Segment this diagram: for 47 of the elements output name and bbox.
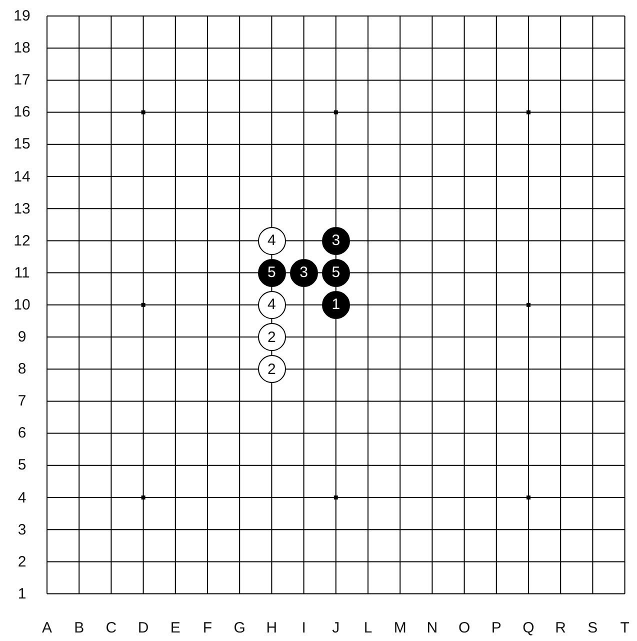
row-number: 9 — [18, 330, 26, 344]
column-letter: O — [458, 620, 470, 636]
row-number: 3 — [18, 522, 26, 538]
column-letter: C — [106, 620, 117, 636]
row-number: 7 — [18, 394, 26, 409]
row-number: 19 — [14, 8, 30, 24]
row-number: 13 — [14, 201, 30, 216]
row-number: 11 — [14, 265, 30, 280]
go-stone: 2 — [258, 323, 286, 351]
column-letter: E — [170, 620, 180, 636]
row-number: 1 — [18, 586, 26, 602]
row-number: 8 — [18, 362, 26, 377]
column-letter: Q — [522, 620, 534, 636]
row-number: 16 — [14, 104, 30, 120]
column-letter: S — [588, 620, 598, 636]
go-stone: 3 — [290, 258, 318, 287]
row-number: 4 — [18, 490, 26, 505]
row-number: 17 — [14, 72, 30, 88]
row-number: 14 — [14, 169, 30, 184]
column-letter: G — [234, 620, 246, 636]
go-stone: 2 — [258, 355, 286, 384]
row-number: 2 — [18, 554, 26, 570]
column-letter: T — [620, 620, 630, 636]
column-letter: R — [555, 620, 566, 636]
column-letter: H — [266, 620, 278, 636]
column-letter: B — [74, 620, 84, 636]
row-number: 10 — [14, 297, 30, 312]
go-stone: 1 — [322, 290, 350, 319]
column-letter: J — [332, 620, 340, 636]
go-stone: 5 — [322, 258, 350, 287]
column-letter: A — [42, 620, 52, 636]
go-stone: 4 — [258, 226, 286, 255]
column-letter: I — [302, 620, 306, 636]
row-number: 6 — [18, 426, 26, 441]
row-number: 12 — [14, 233, 30, 248]
go-stone: 5 — [258, 258, 286, 287]
column-letter: M — [394, 620, 406, 636]
go-stone: 4 — [258, 290, 286, 319]
row-number: 18 — [14, 40, 30, 56]
column-letter: P — [491, 620, 502, 636]
go-stone: 3 — [322, 226, 350, 255]
column-letter: D — [138, 620, 149, 636]
row-number: 5 — [18, 458, 26, 473]
column-letter: F — [202, 620, 212, 636]
column-letter: N — [426, 620, 438, 636]
column-letter: L — [364, 620, 372, 636]
row-number: 15 — [14, 136, 30, 152]
